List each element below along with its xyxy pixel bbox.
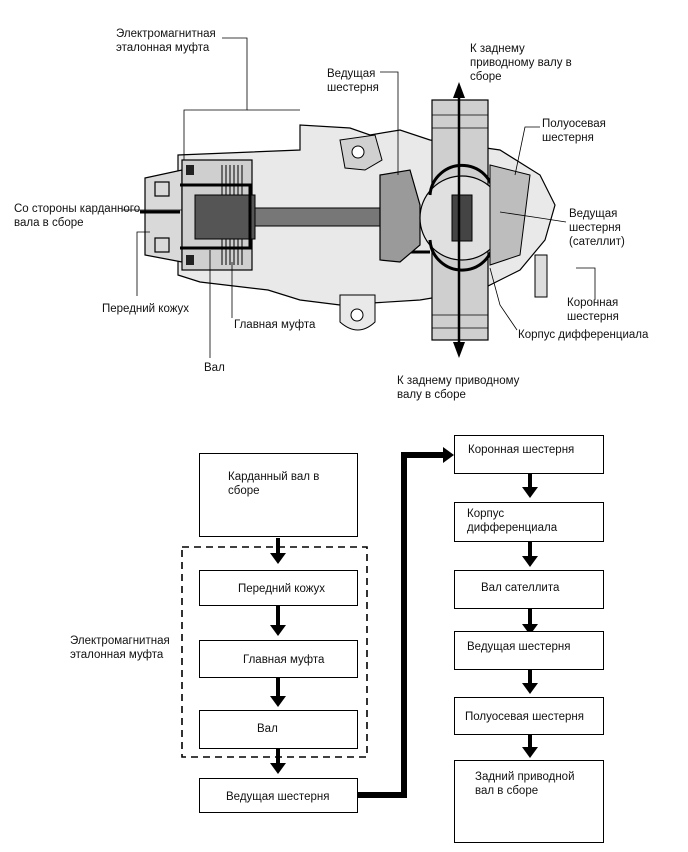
flow-box-rear-drive-shaft: Задний приводной вал в сборе bbox=[454, 760, 604, 843]
flow-box-main-clutch: Главная муфта bbox=[199, 640, 358, 678]
label-differential-case: Корпус дифференциала bbox=[518, 329, 649, 341]
flow-box-front-cover: Передний кожух bbox=[199, 570, 358, 606]
label-to-rear-shaft-bottom: К заднему приводному валу в сборе bbox=[397, 375, 520, 401]
label-electromagnetic-clutch: Электромагнитная эталонная муфта bbox=[116, 28, 216, 54]
label-ring-gear: Коронная шестерня bbox=[567, 297, 619, 323]
flow-box-label: Полуосевая шестерня bbox=[465, 711, 584, 723]
flow-box-label: Передний кожух bbox=[238, 583, 326, 595]
flow-box-label: Корпус дифференциала bbox=[467, 508, 558, 534]
flow-box-label: Вал сателлита bbox=[481, 582, 560, 594]
label-drive-gear: Ведущая шестерня bbox=[327, 68, 379, 94]
flow-box-label: Ведущая шестерня bbox=[226, 791, 330, 803]
flow-box-label: Карданный вал в сборе bbox=[228, 471, 320, 497]
flow-box-satellite-shaft: Вал сателлита bbox=[454, 570, 604, 609]
flow-box-ring-gear: Коронная шестерня bbox=[454, 435, 604, 474]
label-shaft: Вал bbox=[204, 362, 225, 374]
label-front-cover: Передний кожух bbox=[102, 303, 190, 315]
flow-box-shaft: Вал bbox=[199, 710, 358, 749]
coupling-cross-section-illustration bbox=[122, 37, 596, 358]
flow-box-pinion-gear: Ведущая шестерня bbox=[454, 631, 604, 670]
flow-box-differential-case: Корпус дифференциала bbox=[454, 502, 604, 542]
flow-box-cardan-shaft: Карданный вал в сборе bbox=[199, 453, 358, 537]
flow-box-label: Вал bbox=[257, 723, 278, 735]
flow-box-label: Главная муфта bbox=[243, 654, 325, 666]
flow-box-side-gear: Полуосевая шестерня bbox=[454, 697, 604, 735]
flow-group-label: Электромагнитная эталонная муфта bbox=[70, 635, 170, 661]
label-side-gear: Полуосевая шестерня bbox=[542, 118, 606, 144]
label-to-rear-shaft-top: К заднему приводному валу в сборе bbox=[470, 43, 572, 83]
label-pinion-satellite: Ведущая шестерня (сателлит) bbox=[569, 208, 625, 248]
flow-box-label: Ведущая шестерня bbox=[467, 641, 571, 653]
flow-box-label: Коронная шестерня bbox=[468, 444, 575, 456]
label-cardan-side: Со стороны карданного вала в сборе bbox=[14, 203, 141, 229]
label-main-clutch: Главная муфта bbox=[234, 319, 316, 331]
flow-box-label: Задний приводной вал в сборе bbox=[475, 771, 575, 797]
flow-box-drive-gear: Ведущая шестерня bbox=[199, 778, 358, 813]
